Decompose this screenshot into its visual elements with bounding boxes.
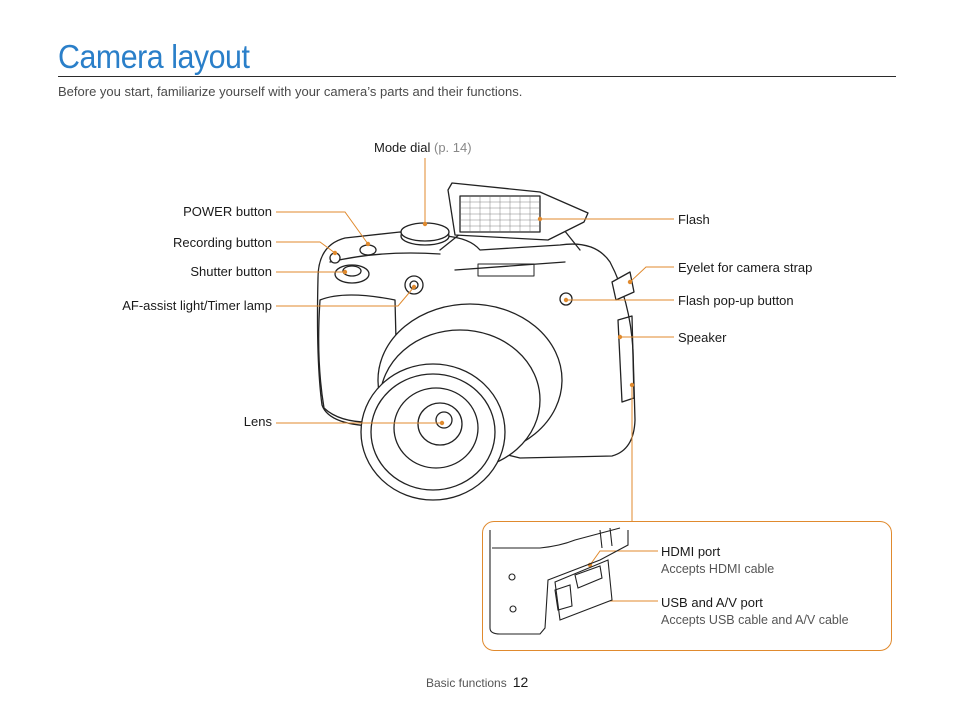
- page-title: Camera layout: [58, 38, 250, 75]
- mode-dial-text: Mode dial: [374, 140, 431, 155]
- ports-inset-frame: [482, 521, 892, 651]
- page-subtitle: Before you start, familiarize yourself w…: [58, 84, 523, 99]
- af-assist-label: AF-assist light/Timer lamp: [122, 298, 272, 313]
- mode-dial-page-ref: (p. 14): [434, 140, 472, 155]
- flash-popup-label: Flash pop-up button: [678, 293, 794, 308]
- shutter-button-label: Shutter button: [190, 264, 272, 279]
- flash-label: Flash: [678, 212, 710, 227]
- power-button-label: POWER button: [183, 204, 272, 219]
- footer-section: Basic functions: [426, 676, 507, 690]
- usb-port-description: Accepts USB cable and A/V cable: [661, 613, 849, 627]
- title-divider: [58, 76, 896, 77]
- speaker-label: Speaker: [678, 330, 727, 345]
- hdmi-port-label: HDMI port: [661, 544, 721, 559]
- page-number: 12: [512, 674, 529, 690]
- recording-button-label: Recording button: [172, 235, 272, 250]
- page-footer: Basic functions 12: [426, 674, 528, 690]
- mode-dial-label: Mode dial (p. 14): [374, 140, 472, 155]
- hdmi-port-description: Accepts HDMI cable: [661, 562, 775, 576]
- eyelet-label: Eyelet for camera strap: [678, 260, 813, 275]
- lens-label: Lens: [243, 414, 272, 429]
- usb-port-label: USB and A/V port: [661, 595, 763, 610]
